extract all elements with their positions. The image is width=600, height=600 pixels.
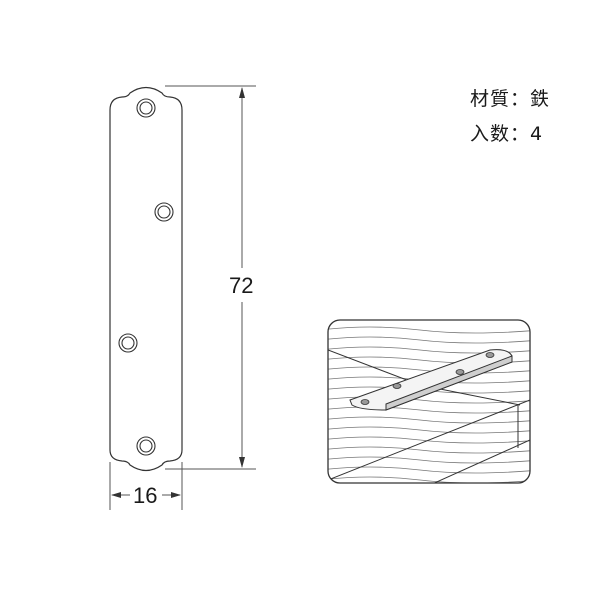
width-dimension-label: 16: [133, 483, 157, 508]
hole-icon: [136, 98, 156, 118]
installation-illustration: [327, 319, 531, 484]
material-spec: 材質：鉄: [470, 88, 551, 110]
width-dimension: [109, 462, 183, 510]
plate-front-view: [109, 86, 183, 472]
height-dimension-label: 72: [229, 273, 253, 298]
plate-perspective-holes: [360, 352, 495, 405]
hole-icon: [118, 333, 138, 353]
height-dimension: [165, 85, 256, 470]
hole-icon: [136, 436, 156, 456]
mounting-holes: [118, 98, 174, 456]
plate-perspective: [349, 349, 513, 411]
hole-icon: [154, 202, 174, 222]
quantity-spec: 入数：4: [470, 123, 544, 145]
